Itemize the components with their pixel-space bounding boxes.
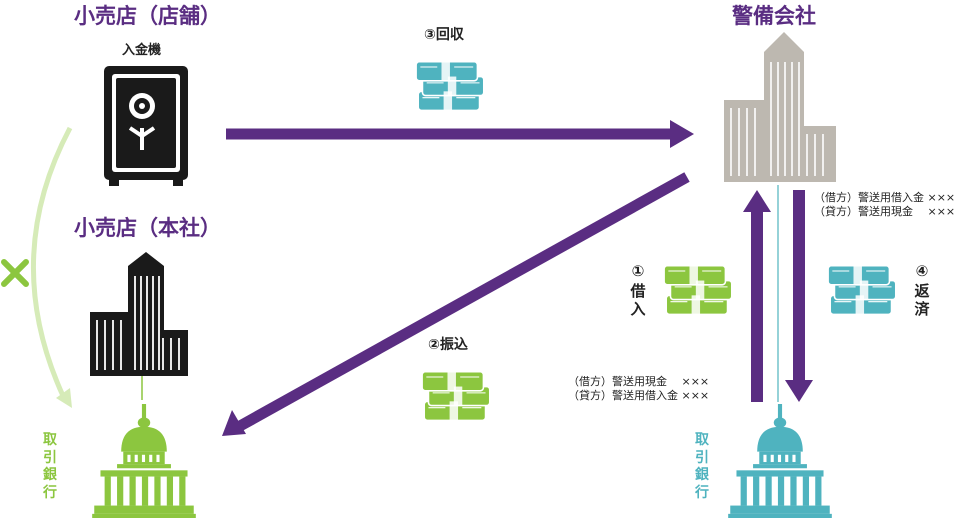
journal-right-debit: （借方）警送用借入金 ××× xyxy=(814,191,956,204)
step-collect-label: ③回収 xyxy=(424,27,464,43)
money-stack-icon-collect xyxy=(415,60,485,112)
bank-label-right: 取引銀行 xyxy=(695,432,709,501)
safe-icon xyxy=(104,66,188,186)
step-transfer-label: ②振込 xyxy=(428,337,468,353)
store-title: 小売店（店舗） xyxy=(74,4,221,28)
safe-label: 入金機 xyxy=(122,43,162,58)
arrow-repay xyxy=(785,190,813,402)
money-stack-icon-repay xyxy=(827,264,897,316)
bank-building-icon-left xyxy=(92,404,196,518)
arrow-collect xyxy=(226,120,694,148)
bank-label-left: 取引銀行 xyxy=(43,432,57,501)
arrow-transfer xyxy=(222,172,690,436)
step-borrow-text: 借入 xyxy=(630,282,646,318)
journal-right-credit: （貸方）警送用現金 ××× xyxy=(814,205,956,218)
step-repay-text: 返済 xyxy=(914,282,930,318)
journal-left-debit: （借方）警送用現金 ××× xyxy=(568,375,710,388)
bank-building-icon-right xyxy=(728,404,832,518)
crossed-direct-arrow xyxy=(31,126,73,408)
step-borrow-number: ① xyxy=(631,262,645,280)
cross-icon xyxy=(1,259,29,287)
money-stack-icon-borrow xyxy=(663,264,733,316)
office-building-icon xyxy=(90,252,188,376)
money-stack-icon-transfer xyxy=(421,370,491,422)
arrow-borrow xyxy=(743,190,771,402)
step-repay-number: ④ xyxy=(915,262,929,280)
journal-left-credit: （貸方）警送用借入金 ××× xyxy=(568,389,710,402)
security-title: 警備会社 xyxy=(732,4,816,28)
security-building-icon xyxy=(724,32,836,182)
hq-title: 小売店（本社） xyxy=(74,216,221,240)
